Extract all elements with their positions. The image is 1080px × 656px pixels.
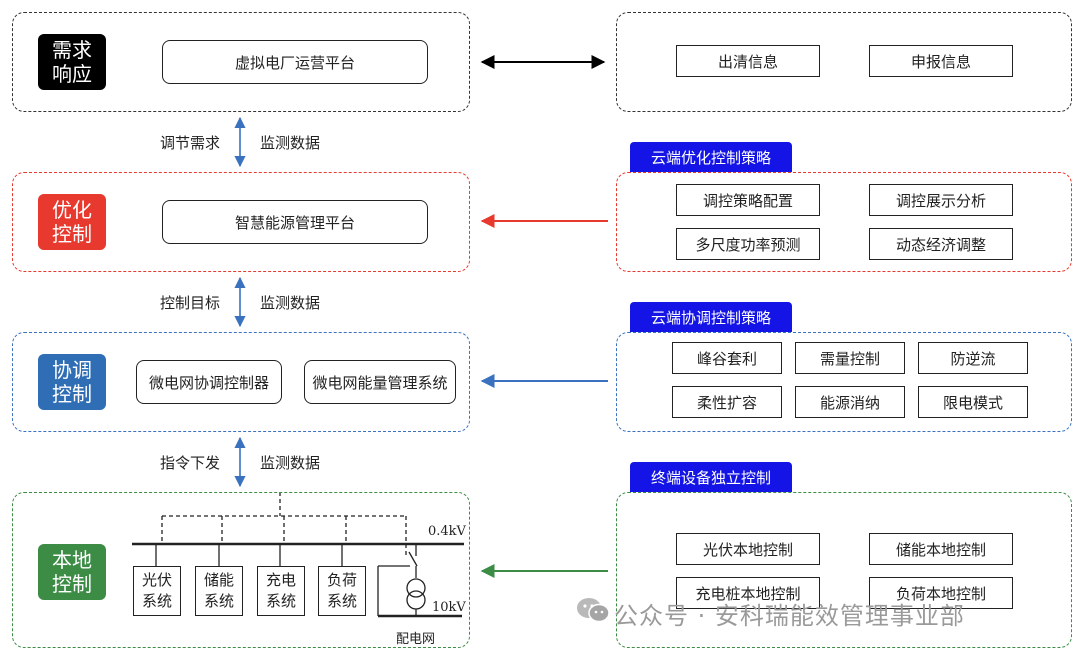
peak-valley-arbitrage-box[interactable]: 峰谷套利	[672, 342, 782, 374]
charging-system-box[interactable]: 充电 系统	[257, 566, 305, 616]
demand-response-panel	[12, 12, 470, 112]
local-control-badge: 本地 控制	[38, 544, 106, 600]
strategy-config-box[interactable]: 调控策略配置	[676, 184, 820, 216]
terminal-control-panel	[616, 492, 1072, 648]
terminal-control-tag: 终端设备独立控制	[630, 462, 792, 492]
microgrid-ems-box[interactable]: 微电网能量管理系统	[304, 360, 456, 404]
microgrid-controller-box[interactable]: 微电网协调控制器	[136, 360, 282, 404]
display-analysis-box[interactable]: 调控展示分析	[869, 184, 1013, 216]
pv-system-box[interactable]: 光伏 系统	[133, 566, 181, 616]
coordinate-control-badge: 协调 控制	[38, 354, 106, 410]
coordinate-control-panel	[12, 332, 470, 432]
grid-voltage-label: 10kV	[432, 600, 466, 615]
power-forecast-box[interactable]: 多尺度功率预测	[676, 228, 820, 260]
demand-response-badge: 需求 响应	[38, 34, 106, 90]
microgrid-diagram	[132, 492, 464, 618]
cloud-coordinate-tag: 云端协调控制策略	[630, 302, 792, 332]
cloud-optimize-tag: 云端优化控制策略	[630, 142, 792, 172]
market-info-panel	[616, 12, 1072, 112]
anti-backflow-box[interactable]: 防逆流	[918, 342, 1028, 374]
demand-control-box[interactable]: 需量控制	[795, 342, 905, 374]
optimize-control-badge: 优化 控制	[38, 194, 106, 250]
power-limit-mode-box[interactable]: 限电模式	[918, 386, 1028, 418]
energy-management-platform-box[interactable]: 智慧能源管理平台	[162, 200, 428, 244]
link-right-label-1: 监测数据	[260, 134, 321, 152]
flexible-expansion-box[interactable]: 柔性扩容	[672, 386, 782, 418]
energy-consumption-box[interactable]: 能源消纳	[795, 386, 905, 418]
link-left-label-1: 调节需求	[160, 134, 221, 152]
distribution-grid-label: 配电网	[396, 632, 436, 647]
bid-info-box[interactable]: 申报信息	[869, 45, 1013, 77]
wechat-icon	[576, 596, 610, 624]
storage-system-box[interactable]: 储能 系统	[195, 566, 243, 616]
link-left-label-3: 指令下发	[160, 454, 221, 472]
storage-local-control-box[interactable]: 储能本地控制	[869, 533, 1013, 565]
watermark-text: 公众号 · 安科瑞能效管理事业部	[614, 602, 965, 630]
load-system-box[interactable]: 负荷 系统	[318, 566, 366, 616]
local-control-panel	[12, 492, 470, 648]
link-left-label-2: 控制目标	[160, 294, 221, 312]
vpp-platform-box[interactable]: 虚拟电厂运营平台	[162, 40, 428, 84]
bus-voltage-label: 0.4kV	[428, 524, 466, 539]
load-local-control-box[interactable]: 负荷本地控制	[869, 577, 1013, 609]
clearing-info-box[interactable]: 出清信息	[676, 45, 820, 77]
pv-local-control-box[interactable]: 光伏本地控制	[676, 533, 820, 565]
link-right-label-3: 监测数据	[260, 454, 321, 472]
charger-local-control-box[interactable]: 充电桩本地控制	[676, 577, 820, 609]
economic-adjust-box[interactable]: 动态经济调整	[869, 228, 1013, 260]
cloud-coordinate-panel	[616, 332, 1072, 432]
link-right-label-2: 监测数据	[260, 294, 321, 312]
optimize-control-panel	[12, 172, 470, 272]
cloud-optimize-panel	[616, 172, 1072, 272]
